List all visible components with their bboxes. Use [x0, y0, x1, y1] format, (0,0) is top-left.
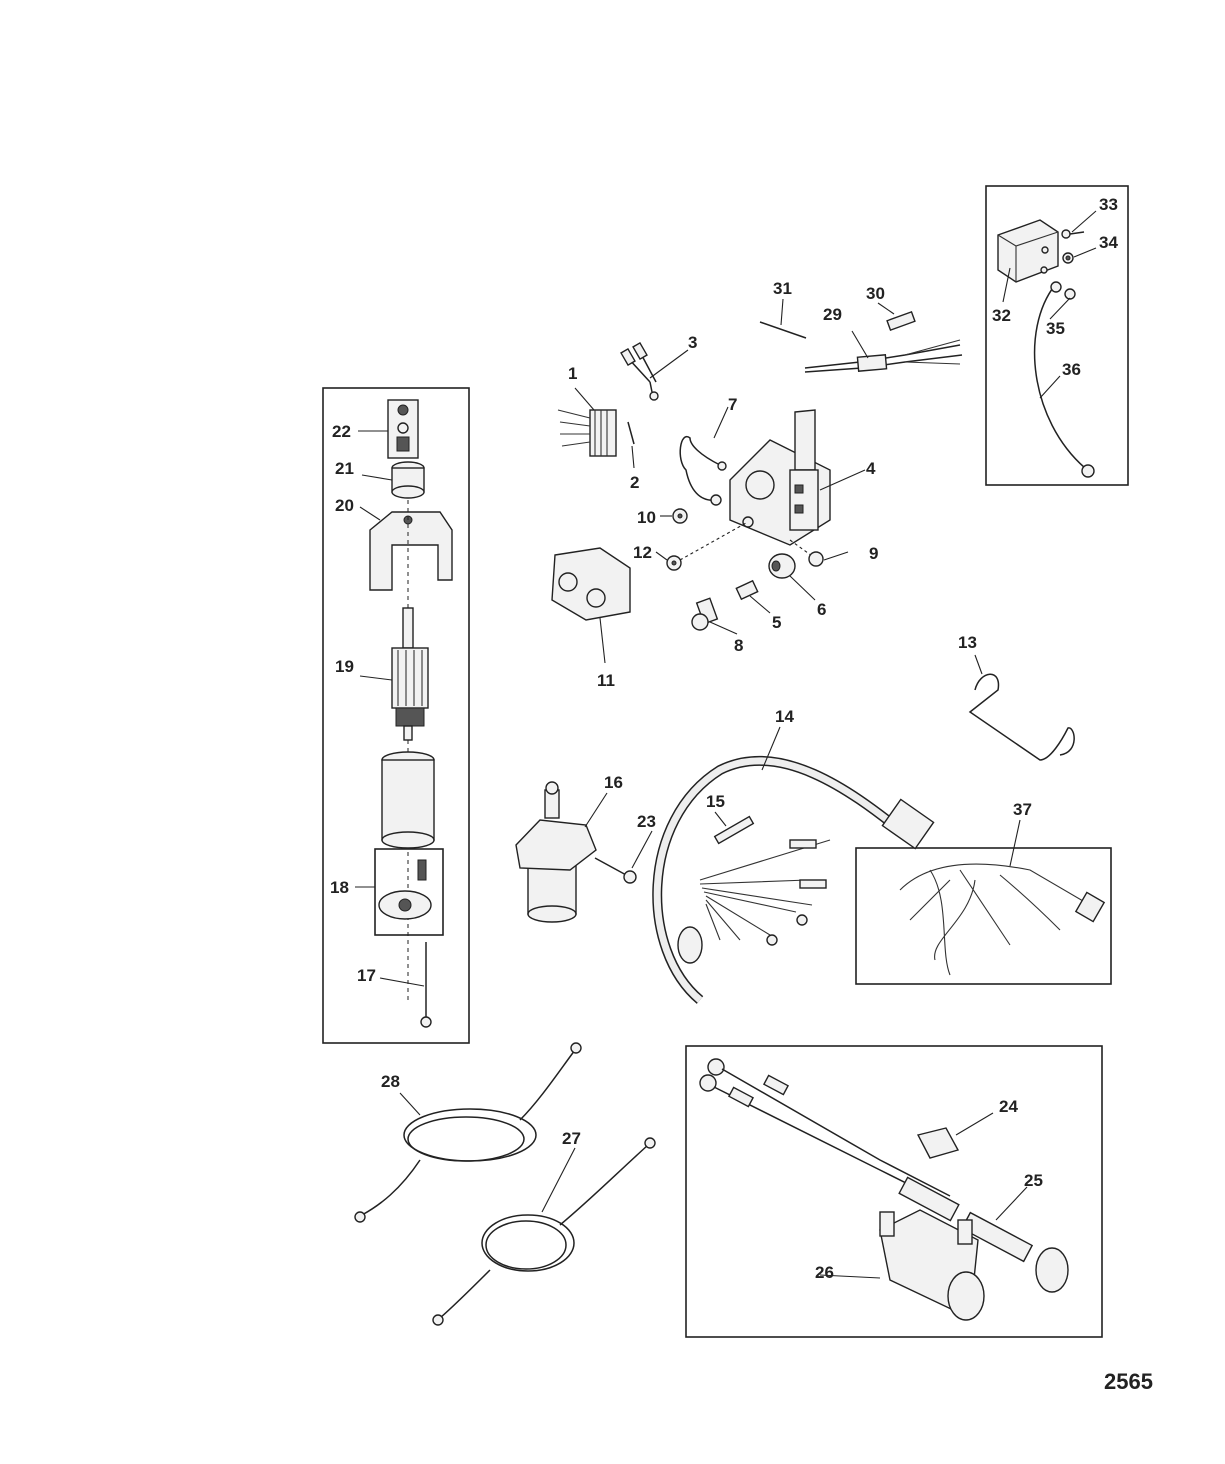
callout-30: 30 — [866, 284, 885, 303]
callout-29: 29 — [823, 305, 842, 324]
callout-33: 33 — [1099, 195, 1118, 214]
callout-4: 4 — [866, 459, 876, 478]
callout-19: 19 — [335, 657, 354, 676]
callout-9: 9 — [869, 544, 878, 563]
callout-26: 26 — [815, 1263, 834, 1282]
battery-cable-inset-box — [685, 1045, 1103, 1338]
fuse — [713, 815, 755, 845]
callout-2: 2 — [630, 473, 639, 492]
starter-motor-assembly — [515, 781, 597, 923]
mounting-bolt — [594, 857, 637, 884]
callout-27: 27 — [562, 1129, 581, 1148]
battery-cable-parts — [699, 1058, 1069, 1321]
ground-cable-27 — [432, 1137, 656, 1326]
starter-motor-inset-box — [322, 387, 470, 1044]
callout-35: 35 — [1046, 319, 1065, 338]
callout-1: 1 — [568, 364, 577, 383]
callout-8: 8 — [734, 636, 743, 655]
main-wiring-harness — [652, 755, 935, 1004]
rectifier-parts — [997, 219, 1095, 478]
callout-20: 20 — [335, 496, 354, 515]
callout-28: 28 — [381, 1072, 400, 1091]
callout-21: 21 — [335, 459, 354, 478]
callout-7: 7 — [728, 395, 737, 414]
callout-3: 3 — [688, 333, 697, 352]
callout-14: 14 — [775, 707, 794, 726]
callout-25: 25 — [1024, 1171, 1043, 1190]
callout-16: 16 — [604, 773, 623, 792]
starter-motor-parts — [369, 399, 453, 1028]
callout-36: 36 — [1062, 360, 1081, 379]
callout-18: 18 — [330, 878, 349, 897]
callout-13: 13 — [958, 633, 977, 652]
callout-15: 15 — [706, 792, 725, 811]
callout-17: 17 — [357, 966, 376, 985]
callout-23: 23 — [637, 812, 656, 831]
callout-5: 5 — [772, 613, 781, 632]
harness-alt-inset-box — [855, 847, 1112, 985]
callout-labels: 1 2 3 4 5 6 7 8 9 10 11 12 13 14 15 16 1… — [330, 195, 1118, 1282]
callout-32: 32 — [992, 306, 1011, 325]
callout-22: 22 — [332, 422, 351, 441]
callout-31: 31 — [773, 279, 792, 298]
callout-11: 11 — [597, 671, 615, 690]
callout-37: 37 — [1013, 800, 1032, 819]
callout-24: 24 — [999, 1097, 1018, 1116]
alt-harness — [899, 863, 1096, 976]
ground-cable-28 — [354, 1042, 582, 1223]
callout-10: 10 — [637, 508, 656, 527]
leader-lines — [355, 210, 1097, 1279]
solenoid-assembly — [551, 341, 831, 631]
figure-code: 2565 — [1104, 1369, 1153, 1394]
spring-clip — [968, 673, 1075, 761]
rectifier-inset-box — [985, 185, 1129, 486]
top-wiring-parts — [759, 310, 963, 373]
callout-34: 34 — [1099, 233, 1118, 252]
callout-6: 6 — [817, 600, 826, 619]
callout-12: 12 — [633, 543, 652, 562]
